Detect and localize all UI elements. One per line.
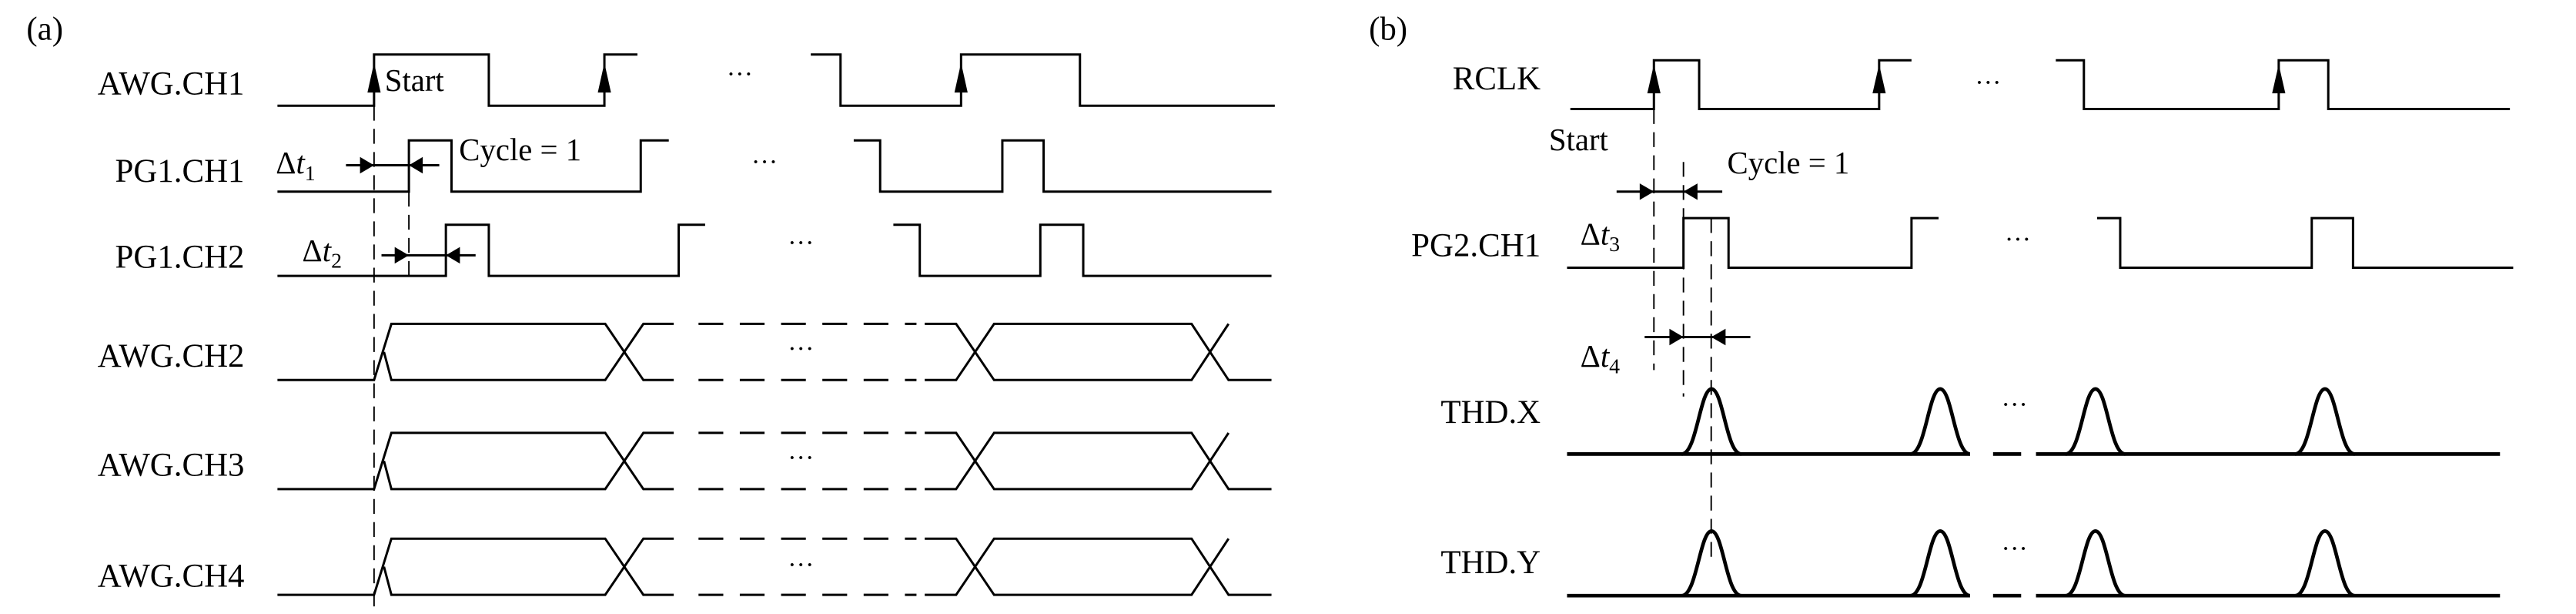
waveform-awg-ch2: ··· bbox=[277, 322, 1272, 381]
waveform-rclk: ··· Start Cycle = 1 bbox=[1549, 59, 2511, 180]
pulse-peak bbox=[2065, 528, 2126, 598]
signal-label-pg1-ch1: PG1.CH1 bbox=[115, 153, 245, 190]
pulse-peak bbox=[2294, 387, 2356, 456]
waveform-pg1-ch1: ··· Cycle = 1 bbox=[277, 133, 1272, 193]
signal-label-thd-x: THD.X bbox=[1440, 394, 1541, 431]
pulse-peak bbox=[1681, 387, 1742, 456]
delta-t4-label: Δt4 bbox=[1581, 339, 1621, 379]
waveform-pg1-ch2: ··· bbox=[277, 223, 1272, 277]
ellipsis: ··· bbox=[2005, 225, 2031, 254]
rising-edge-arrow-icon bbox=[954, 62, 968, 93]
ellipsis: ··· bbox=[2002, 390, 2028, 419]
panel-a: (a) AWG.CH1 PG1.CH1 PG1.CH2 AWG.CH2 AWG.… bbox=[26, 11, 1275, 613]
pulse-peak bbox=[1909, 528, 1971, 598]
signal-label-awg-ch4: AWG.CH4 bbox=[98, 558, 245, 594]
waveform-awg-ch1: ··· Start bbox=[277, 53, 1275, 107]
ellipsis: ··· bbox=[1975, 68, 2001, 97]
rising-edge-arrow-icon bbox=[2272, 64, 2286, 94]
pulse-peak bbox=[2065, 387, 2126, 456]
delta-t2-marker: Δt2 bbox=[303, 233, 476, 273]
rising-edge-arrow-icon bbox=[1647, 64, 1661, 94]
ellipsis: ··· bbox=[751, 147, 778, 176]
signal-label-rclk: RCLK bbox=[1453, 61, 1541, 97]
delta-t1-label: Δt1 bbox=[276, 146, 315, 186]
start-label: Start bbox=[385, 63, 445, 98]
delta-t3-marker: Δt3 bbox=[1581, 183, 1723, 257]
waveform-pg2-ch1: ··· bbox=[1567, 216, 2514, 269]
ellipsis: ··· bbox=[727, 59, 753, 89]
rising-edge-arrow-icon bbox=[367, 62, 381, 93]
cycle-label: Cycle = 1 bbox=[459, 133, 581, 167]
waveform-thd-y: ··· bbox=[1567, 528, 2501, 598]
rising-edge-arrow-icon bbox=[1872, 64, 1886, 94]
ellipsis: ··· bbox=[788, 443, 814, 472]
delta-t1-marker: Δt1 bbox=[276, 146, 440, 186]
signal-label-awg-ch1: AWG.CH1 bbox=[98, 65, 245, 102]
panel-b: (b) RCLK PG2.CH1 THD.X THD.Y ··· Start C… bbox=[1369, 11, 2514, 598]
pulse-peak bbox=[1681, 528, 1742, 598]
panel-b-tag: (b) bbox=[1369, 11, 1407, 47]
delta-t4-marker: Δt4 bbox=[1581, 328, 1751, 379]
rising-edge-arrow-icon bbox=[597, 62, 611, 93]
ellipsis: ··· bbox=[2002, 534, 2028, 563]
cycle-label: Cycle = 1 bbox=[1728, 146, 1850, 180]
start-label: Start bbox=[1549, 122, 1609, 157]
pulse-peak bbox=[1909, 387, 1971, 456]
panel-a-tag: (a) bbox=[26, 11, 63, 47]
pulse-peak bbox=[2294, 528, 2356, 598]
delta-t2-label: Δt2 bbox=[303, 233, 342, 273]
ellipsis: ··· bbox=[788, 550, 814, 579]
signal-label-thd-y: THD.Y bbox=[1440, 545, 1541, 581]
delta-t3-label: Δt3 bbox=[1581, 216, 1620, 257]
ellipsis: ··· bbox=[788, 228, 814, 257]
signal-label-pg2-ch1: PG2.CH1 bbox=[1411, 227, 1541, 263]
signal-label-awg-ch2: AWG.CH2 bbox=[98, 338, 245, 374]
signal-label-awg-ch3: AWG.CH3 bbox=[98, 448, 245, 484]
waveform-thd-x: ··· bbox=[1567, 387, 2501, 456]
waveform-awg-ch4: ··· bbox=[277, 537, 1272, 596]
signal-label-pg1-ch2: PG1.CH2 bbox=[115, 239, 245, 275]
ellipsis: ··· bbox=[788, 334, 814, 363]
waveform-awg-ch3: ··· bbox=[277, 431, 1272, 491]
